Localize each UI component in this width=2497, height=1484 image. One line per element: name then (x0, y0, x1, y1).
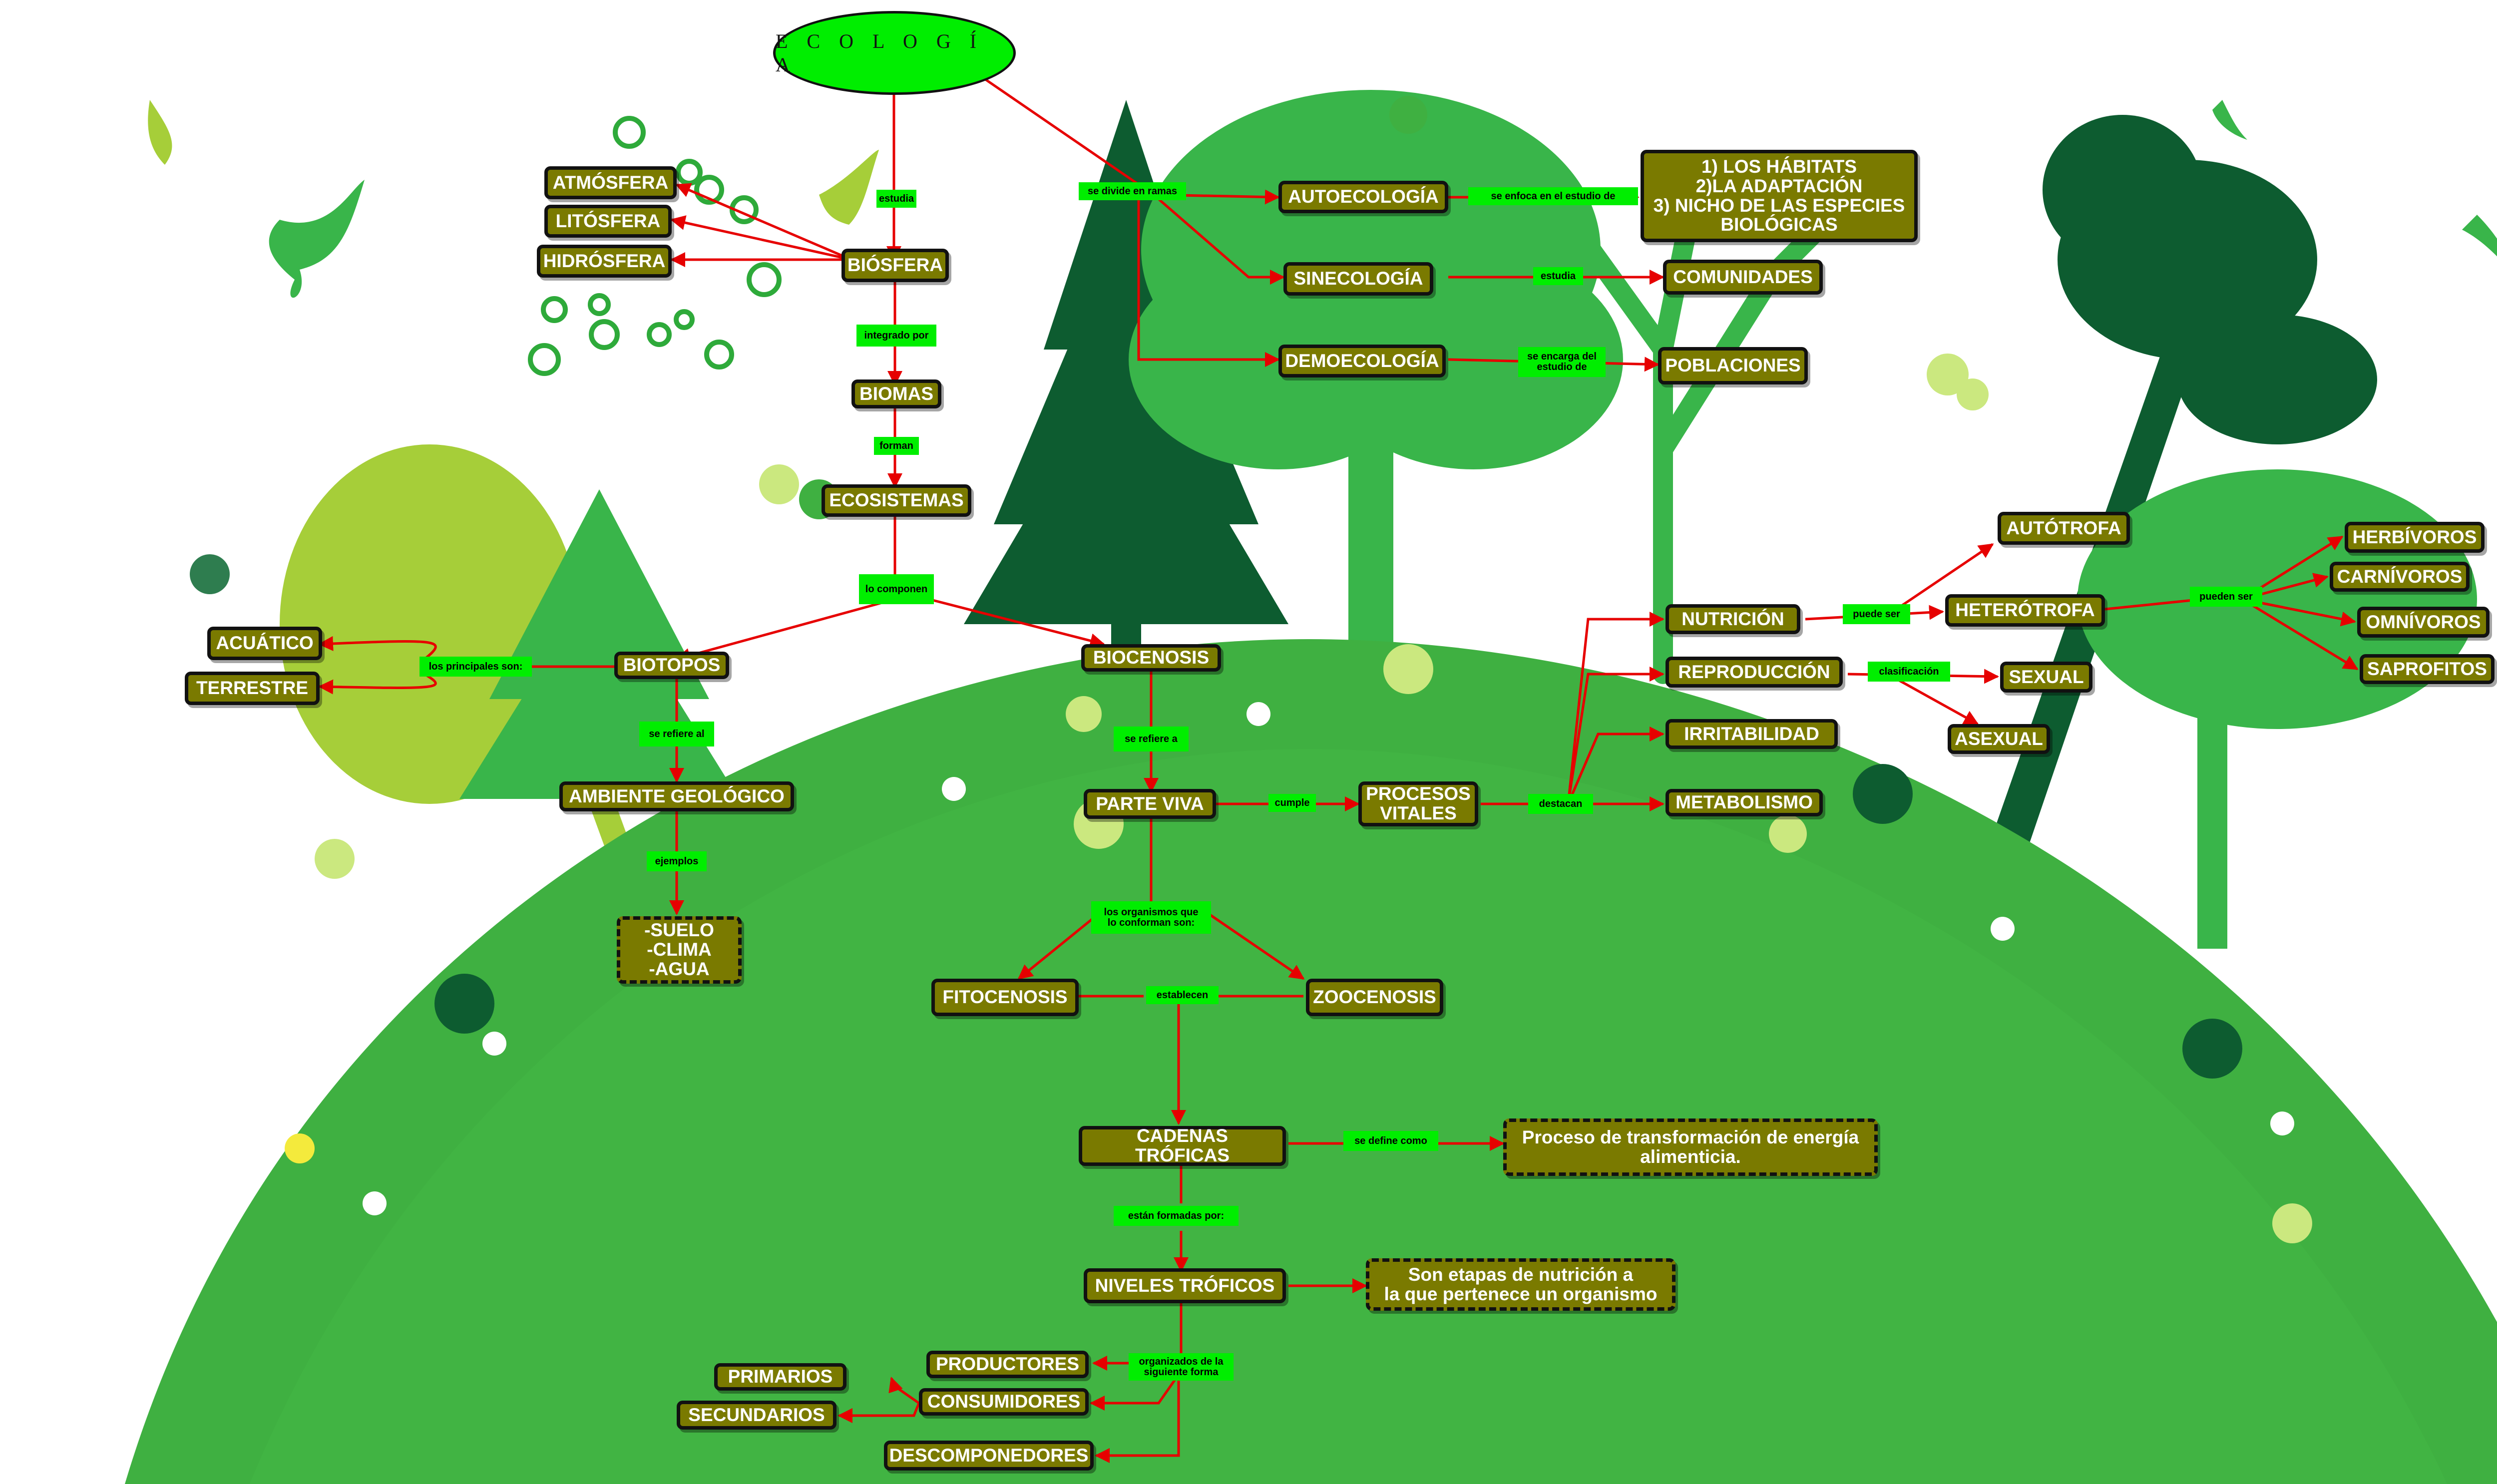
link-label-integrado: integrado por (856, 325, 936, 347)
node-comunidades[interactable]: COMUNIDADES (1663, 260, 1823, 295)
node-poblaciones[interactable]: POBLACIONES (1658, 347, 1808, 384)
node-autotrofa[interactable]: AUTÓTROFA (1998, 512, 2130, 545)
node-biomas[interactable]: BIOMAS (851, 379, 941, 408)
link-label-se-enfoca: se enfoca en el estudio de (1468, 187, 1638, 205)
node-sinecologia[interactable]: SINECOLOGÍA (1283, 262, 1433, 296)
node-ecosistemas[interactable]: ECOSISTEMAS (822, 484, 971, 517)
node-reproduccion[interactable]: REPRODUCCIÓN (1665, 657, 1843, 688)
link-label-clasificacion: clasificación (1868, 662, 1950, 682)
link-label-se-encarga: se encarga del estudio de (1518, 347, 1606, 377)
node-irritabilidad[interactable]: IRRITABILIDAD (1665, 719, 1838, 749)
node-autoecologia[interactable]: AUTOECOLOGÍA (1278, 181, 1448, 213)
node-saprofitos[interactable]: SAPROFITOS (2360, 654, 2495, 684)
link-label-lo-componen: lo componen (859, 574, 934, 604)
node-atmosfera[interactable]: ATMÓSFERA (544, 166, 677, 199)
node-productores[interactable]: PRODUCTORES (926, 1351, 1089, 1378)
node-nutricion[interactable]: NUTRICIÓN (1665, 604, 1800, 634)
node-biotopos[interactable]: BIOTOPOS (614, 652, 729, 679)
node-heterotrofa[interactable]: HETERÓTROFA (1945, 594, 2105, 627)
node-herbivoros[interactable]: HERBÍVOROS (2345, 522, 2485, 553)
node-sexual[interactable]: SEXUAL (2000, 662, 2092, 693)
link-label-estan-formadas: están formadas por: (1114, 1206, 1239, 1226)
link-label-se-refiere-a: se refiere a (1114, 727, 1189, 751)
link-label-organismos: los organismos que lo conforman son: (1091, 901, 1211, 934)
node-descomponedores[interactable]: DESCOMPONEDORES (884, 1441, 1094, 1471)
link-label-se-divide: se divide en ramas (1079, 182, 1186, 200)
link-label-cumple: cumple (1268, 794, 1316, 812)
node-hidrosfera[interactable]: HIDRÓSFERA (537, 245, 672, 278)
link-label-puede-ser: puede ser (1843, 604, 1910, 624)
node-omnivoros[interactable]: OMNÍVOROS (2357, 607, 2490, 638)
node-zoocenosis[interactable]: ZOOCENOSIS (1306, 979, 1443, 1016)
link-label-destacan: destacan (1528, 794, 1593, 814)
hill-highlight (250, 749, 2447, 1484)
node-primarios[interactable]: PRIMARIOS (714, 1363, 846, 1391)
link-label-pueden-ser: pueden ser (2190, 587, 2262, 607)
node-cadenas-troficas[interactable]: CADENAS TRÓFICAS (1079, 1126, 1286, 1166)
node-terrestre[interactable]: TERRESTRE (185, 672, 320, 705)
link-label-forman: forman (874, 437, 919, 455)
link-label-se-define: se define como (1343, 1131, 1438, 1151)
node-parte-viva[interactable]: PARTE VIVA (1084, 789, 1216, 819)
link-label-estudia: estudia (876, 190, 916, 208)
node-etapas-nutricion[interactable]: Son etapas de nutrición a la que pertene… (1366, 1258, 1675, 1311)
node-consumidores[interactable]: CONSUMIDORES (919, 1388, 1089, 1416)
node-carnivoros[interactable]: CARNÍVOROS (2330, 562, 2470, 592)
node-procesos-vitales[interactable]: PROCESOS VITALES (1358, 781, 1478, 826)
link-label-se-refiere-al: se refiere al (639, 722, 714, 746)
link-label-principales: los principales son: (419, 657, 532, 677)
link-label-organizados: organizados de la siguiente forma (1129, 1353, 1234, 1381)
node-biocenosis[interactable]: BIOCENOSIS (1081, 644, 1221, 672)
node-proceso-transformacion[interactable]: Proceso de transformación de energía ali… (1503, 1118, 1878, 1176)
link-label-estudia-2: estudia (1533, 267, 1583, 285)
node-acuatico[interactable]: ACUÁTICO (207, 627, 322, 660)
link-label-ejemplos: ejemplos (647, 851, 707, 871)
node-secundarios[interactable]: SECUNDARIOS (677, 1401, 836, 1430)
node-suelo-clima-agua[interactable]: -SUELO -CLIMA -AGUA (617, 916, 742, 984)
node-demoecologia[interactable]: DEMOECOLOGÍA (1278, 345, 1446, 377)
node-metabolismo[interactable]: METABOLISMO (1665, 789, 1823, 816)
link-label-establecen: establecen (1146, 986, 1219, 1004)
node-niveles-troficos[interactable]: NIVELES TRÓFICOS (1084, 1268, 1286, 1303)
ecologia-root-node[interactable]: E C O L O G Í A (773, 11, 1016, 95)
node-ambiente-geologico[interactable]: AMBIENTE GEOLÓGICO (559, 781, 794, 811)
node-litosfera[interactable]: LITÓSFERA (544, 205, 672, 238)
node-biosfera[interactable]: BIÓSFERA (841, 249, 949, 282)
node-fitocenosis[interactable]: FITOCENOSIS (931, 979, 1079, 1016)
node-asexual[interactable]: ASEXUAL (1948, 724, 2050, 754)
node-habitats-list[interactable]: 1) LOS HÁBITATS 2)LA ADAPTACIÓN 3) NICHO… (1641, 150, 1918, 242)
